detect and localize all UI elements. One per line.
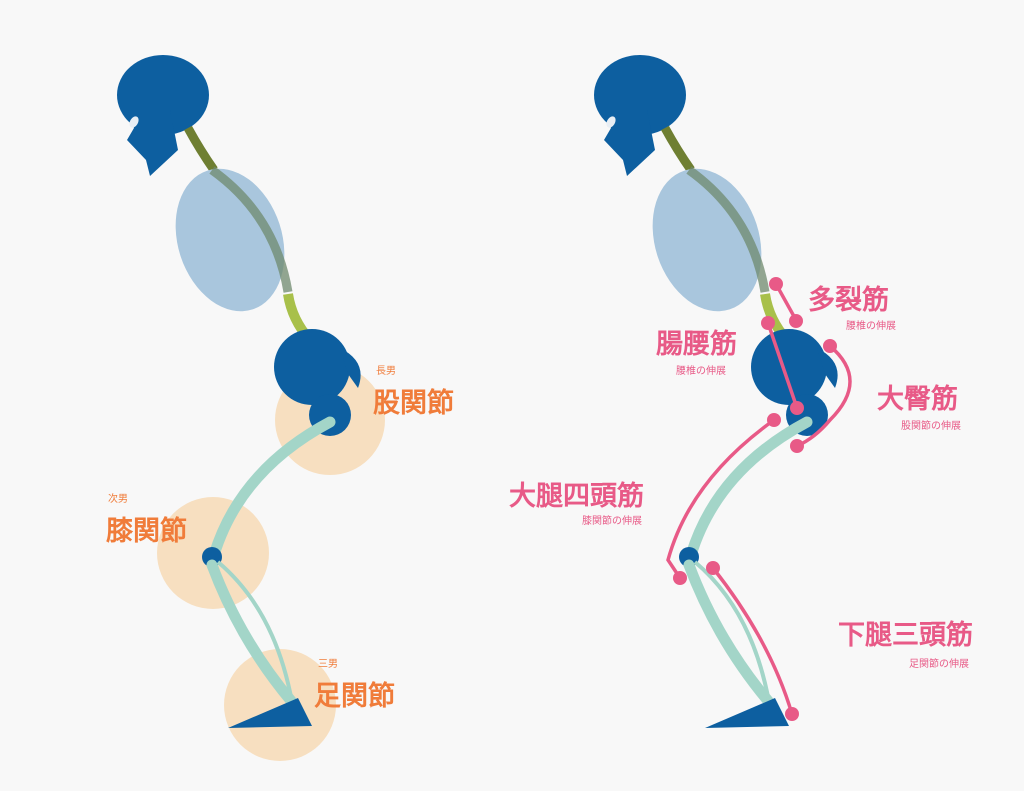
left-skeleton bbox=[117, 55, 361, 728]
muscle-action-triceps-surae: 足関節の伸展 bbox=[909, 659, 969, 670]
muscle-action-gluteus-maximus: 股関節の伸展 bbox=[901, 421, 961, 432]
muscle-action-multifidus: 腰椎の伸展 bbox=[846, 321, 896, 332]
right-skeleton bbox=[594, 55, 838, 728]
muscle-label-iliopsoas: 腸腰筋 bbox=[656, 329, 737, 360]
muscle-attachment-dots bbox=[673, 277, 837, 721]
muscle-label-triceps-surae: 下腿三頭筋 bbox=[838, 620, 973, 651]
muscle-action-quadriceps: 膝関節の伸展 bbox=[582, 516, 642, 527]
joint-label-hip: 股関節 bbox=[373, 388, 454, 419]
joint-rank-knee: 次男 bbox=[108, 494, 128, 505]
joint-label-ankle: 足関節 bbox=[314, 681, 395, 712]
muscle-label-multifidus: 多裂筋 bbox=[808, 285, 889, 316]
muscle-label-gluteus-maximus: 大臀筋 bbox=[877, 384, 958, 415]
muscle-action-iliopsoas: 腰椎の伸展 bbox=[676, 366, 726, 377]
muscle-label-quadriceps: 大腿四頭筋 bbox=[509, 481, 644, 512]
joint-label-knee: 膝関節 bbox=[106, 516, 187, 547]
joint-rank-ankle: 三男 bbox=[318, 659, 338, 670]
joint-rank-hip: 長男 bbox=[376, 366, 396, 377]
